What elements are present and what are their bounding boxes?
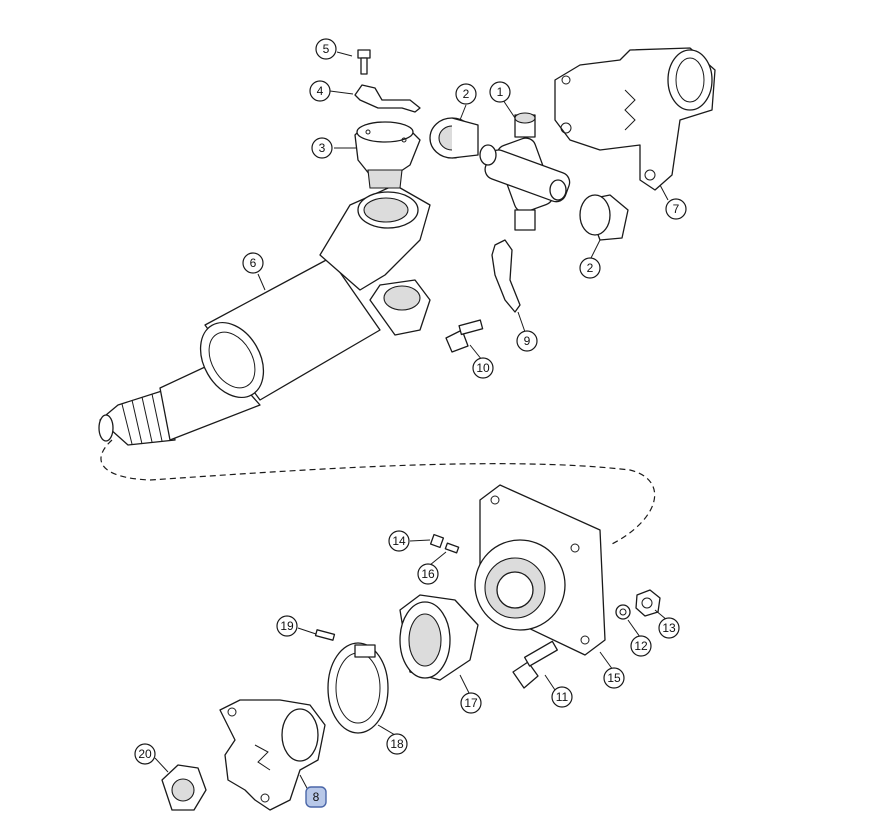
part-4-strap bbox=[354, 84, 421, 113]
svg-text:10: 10 bbox=[476, 361, 490, 375]
part-2-bearing-cup-upper bbox=[429, 117, 479, 159]
callout-7[interactable]: 7 bbox=[665, 198, 687, 220]
svg-text:16: 16 bbox=[421, 567, 435, 581]
leader-lines bbox=[154, 51, 669, 791]
callout-12[interactable]: 12 bbox=[630, 635, 652, 657]
callout-5[interactable]: 5 bbox=[315, 38, 337, 60]
svg-text:15: 15 bbox=[607, 671, 621, 685]
svg-text:14: 14 bbox=[392, 534, 406, 548]
part-18-ring bbox=[327, 642, 389, 734]
part-14-grease-fitting bbox=[429, 533, 445, 549]
part-19-screw bbox=[314, 629, 336, 641]
part-20-nut bbox=[161, 764, 207, 811]
svg-text:17: 17 bbox=[464, 696, 478, 710]
callout-2-lower[interactable]: 2 bbox=[579, 257, 601, 279]
part-2-bearing-cup-lower bbox=[579, 194, 629, 241]
callout-10[interactable]: 10 bbox=[472, 357, 494, 379]
part-15-bearing-housing bbox=[474, 484, 606, 656]
svg-text:4: 4 bbox=[317, 84, 324, 98]
svg-text:9: 9 bbox=[524, 334, 531, 348]
part-11-bolt bbox=[512, 640, 558, 689]
callout-3[interactable]: 3 bbox=[311, 137, 333, 159]
part-13-nut bbox=[635, 589, 661, 617]
callout-4[interactable]: 4 bbox=[309, 80, 331, 102]
callout-13[interactable]: 13 bbox=[658, 617, 680, 639]
part-16-set-screw bbox=[444, 542, 460, 554]
part-17-collar bbox=[399, 594, 479, 681]
svg-text:8: 8 bbox=[313, 790, 320, 804]
svg-text:5: 5 bbox=[323, 42, 330, 56]
svg-text:6: 6 bbox=[250, 256, 257, 270]
callout-2-upper[interactable]: 2 bbox=[455, 83, 477, 105]
part-10-bolt bbox=[445, 319, 484, 353]
svg-text:3: 3 bbox=[319, 141, 326, 155]
callout-17[interactable]: 17 bbox=[460, 692, 482, 714]
part-8-yoke bbox=[219, 699, 326, 811]
callout-18[interactable]: 18 bbox=[386, 733, 408, 755]
callout-16[interactable]: 16 bbox=[417, 563, 439, 585]
part-6-shaft bbox=[98, 184, 431, 446]
part-3-cap bbox=[354, 121, 421, 189]
svg-text:7: 7 bbox=[673, 202, 680, 216]
svg-text:11: 11 bbox=[556, 690, 569, 704]
svg-text:2: 2 bbox=[463, 87, 470, 101]
dashed-assembly-line bbox=[100, 439, 656, 546]
part-1-cross bbox=[479, 112, 571, 231]
part-5-bolt bbox=[357, 49, 371, 75]
callout-6[interactable]: 6 bbox=[242, 252, 264, 274]
callout-11[interactable]: 11 bbox=[551, 686, 573, 708]
svg-text:1: 1 bbox=[497, 85, 504, 99]
callout-1[interactable]: 1 bbox=[489, 81, 511, 103]
svg-text:12: 12 bbox=[634, 639, 648, 653]
svg-text:18: 18 bbox=[390, 737, 404, 751]
part-7-flange-yoke bbox=[554, 47, 716, 191]
svg-text:13: 13 bbox=[662, 621, 676, 635]
part-9-strap bbox=[491, 239, 521, 313]
svg-text:19: 19 bbox=[280, 619, 294, 633]
callout-20[interactable]: 20 bbox=[134, 743, 156, 765]
svg-text:2: 2 bbox=[587, 261, 594, 275]
callout-15[interactable]: 15 bbox=[603, 667, 625, 689]
callout-9[interactable]: 9 bbox=[516, 330, 538, 352]
callout-8[interactable]: 8 bbox=[305, 786, 327, 808]
svg-text:20: 20 bbox=[138, 747, 152, 761]
part-12-washer bbox=[615, 604, 631, 620]
callout-14[interactable]: 14 bbox=[388, 530, 410, 552]
callout-19[interactable]: 19 bbox=[276, 615, 298, 637]
